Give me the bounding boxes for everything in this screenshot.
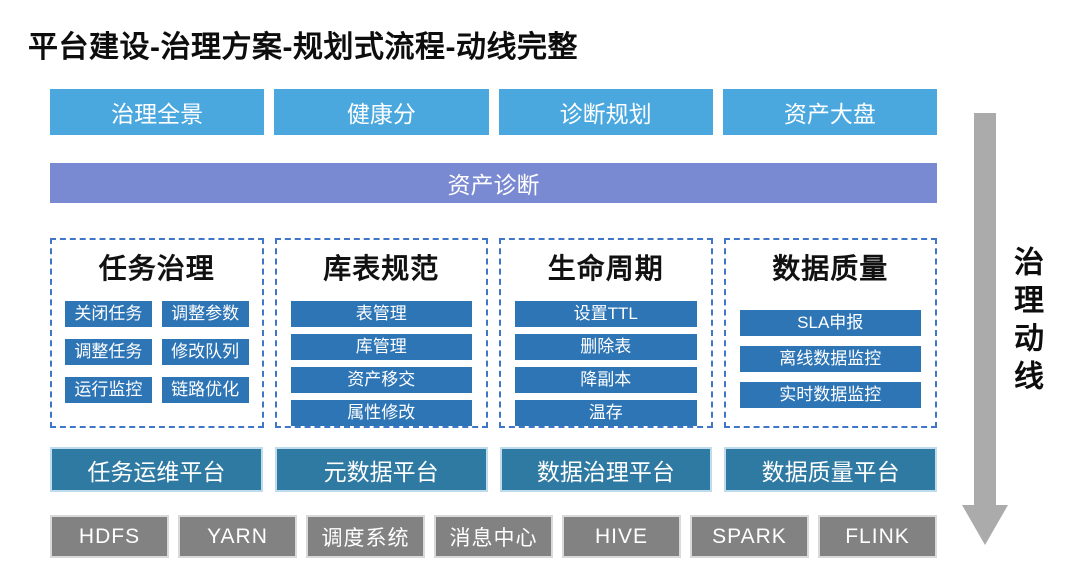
action-item: 运行监控	[65, 377, 152, 403]
action-item: 温存	[515, 400, 697, 426]
platform-box-metadata: 元数据平台	[274, 447, 488, 492]
module-items: 关闭任务 调整参数 调整任务 修改队列 运行监控 链路优化	[52, 301, 262, 403]
action-item: 降副本	[515, 367, 697, 393]
module-items: 表管理 库管理 资产移交 属性修改	[277, 301, 487, 426]
action-item: 设置TTL	[515, 301, 697, 327]
module-data-quality: 数据质量 SLA申报 离线数据监控 实时数据监控	[723, 238, 937, 428]
page-title: 平台建设-治理方案-规划式流程-动线完整	[28, 31, 578, 64]
platform-box-data-quality: 数据质量平台	[724, 447, 937, 492]
action-item: 离线数据监控	[739, 346, 921, 372]
infra-box-flink: FLINK	[818, 515, 937, 558]
infra-box-hive: HIVE	[562, 515, 681, 558]
action-item: SLA申报	[739, 310, 921, 336]
infra-row: HDFS YARN 调度系统 消息中心 HIVE SPARK FLINK	[50, 515, 937, 558]
action-item: 修改队列	[161, 339, 249, 365]
infra-box-scheduler: 调度系统	[306, 515, 425, 558]
module-row: 任务治理 关闭任务 调整参数 调整任务 修改队列 运行监控 链路优化 库表规范 …	[50, 238, 937, 428]
action-item: 表管理	[290, 301, 472, 327]
capability-box-health-score: 健康分	[274, 89, 489, 135]
module-items: 设置TTL 删除表 降副本 温存	[501, 301, 711, 426]
action-item: 属性修改	[290, 400, 472, 426]
infra-box-yarn: YARN	[178, 515, 297, 558]
module-items: SLA申报 离线数据监控 实时数据监控	[726, 310, 936, 408]
capability-box-governance-overview: 治理全景	[50, 89, 265, 135]
down-arrow-shaft	[974, 113, 996, 505]
infra-box-spark: SPARK	[690, 515, 809, 558]
down-arrow-head	[962, 505, 1008, 545]
platform-row: 任务运维平台 元数据平台 数据治理平台 数据质量平台	[50, 447, 937, 492]
action-item: 资产移交	[290, 367, 472, 393]
action-item: 实时数据监控	[739, 382, 921, 408]
capability-box-diagnosis-planning: 诊断规划	[498, 89, 713, 135]
module-title: 任务治理	[98, 253, 215, 284]
flow-direction-label: 治理动线	[1009, 246, 1042, 398]
module-table-standards: 库表规范 表管理 库管理 资产移交 属性修改	[274, 238, 488, 428]
action-item: 关闭任务	[65, 301, 152, 327]
module-title: 库表规范	[323, 253, 440, 284]
action-item: 删除表	[515, 334, 697, 360]
module-title: 生命周期	[547, 253, 664, 284]
capability-row: 治理全景 健康分 诊断规划 资产大盘	[50, 89, 937, 135]
action-item: 库管理	[290, 334, 472, 360]
action-item: 调整任务	[65, 339, 152, 365]
module-title: 数据质量	[772, 253, 889, 284]
infra-box-hdfs: HDFS	[50, 515, 169, 558]
infra-box-message-center: 消息中心	[434, 515, 553, 558]
down-arrow-icon	[962, 113, 1008, 545]
platform-box-data-governance: 数据治理平台	[499, 447, 713, 492]
action-item: 链路优化	[161, 377, 249, 403]
module-lifecycle: 生命周期 设置TTL 删除表 降副本 温存	[499, 238, 713, 428]
platform-box-task-ops: 任务运维平台	[50, 447, 263, 492]
action-item: 调整参数	[161, 301, 249, 327]
module-task-governance: 任务治理 关闭任务 调整参数 调整任务 修改队列 运行监控 链路优化	[50, 238, 264, 428]
capability-box-asset-dashboard: 资产大盘	[722, 89, 937, 135]
asset-diagnosis-bar: 资产诊断	[50, 163, 937, 203]
